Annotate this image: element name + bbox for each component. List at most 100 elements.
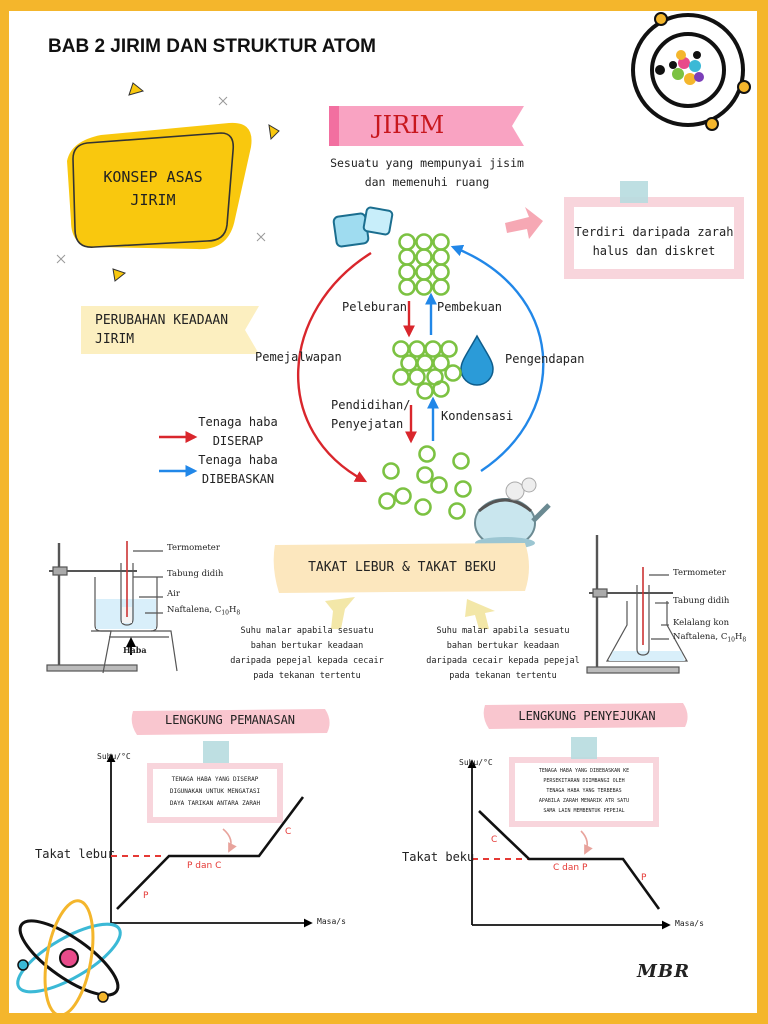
solid-particle — [398, 263, 416, 281]
penyejatan-label: Penyejatan — [331, 417, 404, 431]
legend-released-line1: Tenaga haba — [198, 453, 278, 467]
atom-corner-icon — [16, 899, 122, 1013]
right-naftalena-sub10: 10 — [727, 636, 735, 644]
heating-takat-label: Takat lebur — [35, 847, 115, 861]
liquid-particle — [440, 340, 458, 358]
legend-released-line2: DIBEBASKAN — [201, 472, 275, 486]
gas-particle — [448, 502, 466, 520]
takat-banner — [273, 543, 529, 593]
solid-particle — [432, 278, 450, 296]
heating-y-label: Suhu/°C — [97, 752, 131, 761]
solid-particle — [415, 263, 433, 281]
left-tabung-label: Tabung didih — [167, 569, 224, 579]
liquid-particle — [432, 380, 450, 398]
pemejalwapan-label: Pemejalwapan — [255, 350, 342, 364]
solid-particle — [432, 233, 450, 251]
gas-particle — [454, 480, 472, 498]
cooling-note-line5: SAMA LAIN MEMBENTUK PEPEJAL — [543, 808, 625, 814]
page-title: BAB 2 JIRIM DAN STRUKTUR ATOM — [48, 36, 376, 57]
liquid-particle — [392, 340, 410, 358]
takat-right-line4: pada tekanan tertentu — [449, 671, 557, 681]
liquid-particle — [408, 340, 426, 358]
cooling-y-label: Suhu/°C — [459, 758, 493, 767]
left-haba-label: Haba — [123, 645, 147, 655]
solid-particle — [398, 278, 416, 296]
worksheet-page: BAB 2 JIRIM DAN STRUKTUR ATOM KONSEP ASA… — [9, 11, 757, 1013]
takat-left-line1: Suhu malar apabila sesuatu — [240, 626, 374, 636]
state-change-arrows — [159, 244, 545, 483]
takat-left-line2: bahan bertukar keadaan — [250, 641, 364, 651]
liquid-particle — [424, 340, 442, 358]
heating-note-line3: DAYA TARIKAN ANTARA ZARAH — [169, 800, 261, 807]
cooling-note-line3: TENAGA HABA YANG TERBEBAS — [546, 788, 622, 794]
right-tabung-label: Tabung didih — [673, 596, 730, 606]
heating-note-card — [147, 741, 283, 823]
heating-label-p: P — [143, 891, 149, 901]
cooling-note-arrow — [580, 830, 593, 855]
left-air-label: Air — [167, 589, 180, 599]
takat-right-line2: bahan bertukar keadaan — [446, 641, 560, 651]
left-naftalena-sub8: 8 — [236, 609, 241, 617]
cooling-label-cp: C dan P — [553, 863, 588, 873]
solid-particle — [432, 263, 450, 281]
gas-particle — [378, 492, 396, 510]
cooling-title: LENGKUNG PENYEJUKAN — [518, 709, 656, 723]
cooling-apparatus — [586, 535, 689, 674]
liquid-particle — [444, 364, 462, 382]
heating-note-line1: TENAGA HABA YANG DISERAP — [171, 776, 259, 783]
liquid-particle — [392, 368, 410, 386]
cooling-graph — [467, 759, 671, 930]
cooling-takat-label: Takat beku — [402, 850, 475, 864]
liquid-particle — [416, 382, 434, 400]
takat-right-line3: daripada cecair kepada pepejal — [426, 656, 580, 666]
heating-title: LENGKUNG PEMANASAN — [164, 713, 296, 727]
heating-note-arrow — [222, 828, 237, 853]
liquid-particle — [400, 354, 418, 372]
heating-curve — [116, 796, 305, 910]
right-kelalang-label: Kelalang kon — [673, 618, 730, 628]
cooling-label-p: P — [641, 873, 647, 883]
cooling-note-line1: TENAGA HABA YANG DIBEBASKAN KE — [538, 768, 630, 774]
jirim-ribbon — [329, 106, 524, 146]
water-drop-icon — [460, 334, 494, 386]
particle-note-line2: halus dan diskret — [592, 244, 716, 258]
legend-absorbed-line2: DISERAP — [212, 434, 264, 448]
yellow-arrow-left-icon — [325, 597, 355, 629]
heating-note-line2: DIGUNAKAN UNTUK MENGATASI — [169, 788, 261, 795]
konsep-label: KONSEP ASAS JIRIM — [103, 168, 203, 209]
ice-cube-icon — [332, 206, 394, 248]
particle-note-card — [564, 181, 744, 279]
kettle-icon — [474, 477, 551, 549]
solid-particle — [398, 233, 416, 251]
konsep-blob — [67, 122, 252, 250]
legend-absorbed-line1: Tenaga haba — [198, 415, 278, 429]
solid-particle — [415, 248, 433, 266]
atom-logo-icon — [631, 12, 751, 131]
yellow-arrow-right-icon — [465, 599, 495, 629]
left-naftalena-sub10: 10 — [221, 609, 229, 617]
jirim-definition-line2: dan memenuhi ruang — [364, 175, 490, 189]
heating-label-c: C — [285, 827, 292, 837]
takat-left-line3: daripada pepejal kepada cecair — [230, 656, 384, 666]
heating-apparatus — [46, 541, 178, 674]
solid-particle — [415, 278, 433, 296]
takat-right-line1: Suhu malar apabila sesuatu — [436, 626, 570, 636]
heating-x-label: Masa/s — [317, 917, 346, 926]
particle-note-line1: Terdiri daripada zarah — [574, 225, 734, 239]
liquid-particle — [416, 354, 434, 372]
gas-particle — [418, 445, 436, 463]
gas-particle — [414, 498, 432, 516]
right-naftalena-text: Naftalena, C — [673, 632, 728, 642]
heating-label-pc: P dan C — [187, 861, 222, 871]
heating-title-brush — [131, 709, 330, 735]
gas-particle — [416, 466, 434, 484]
right-naftalena-label: Naftalena, C10H8 — [673, 632, 747, 644]
particles-svg — [378, 233, 472, 520]
pink-arrow-icon — [505, 207, 543, 239]
jirim-definition-line1: Sesuatu yang mempunyai jisim — [330, 156, 524, 170]
heating-graph — [106, 753, 313, 928]
takat-banner-label: TAKAT LEBUR & TAKAT BEKU — [308, 560, 496, 575]
cooling-label-c: C — [491, 835, 498, 845]
pengendapan-label: Pengendapan — [505, 352, 585, 366]
solid-particle — [398, 248, 416, 266]
